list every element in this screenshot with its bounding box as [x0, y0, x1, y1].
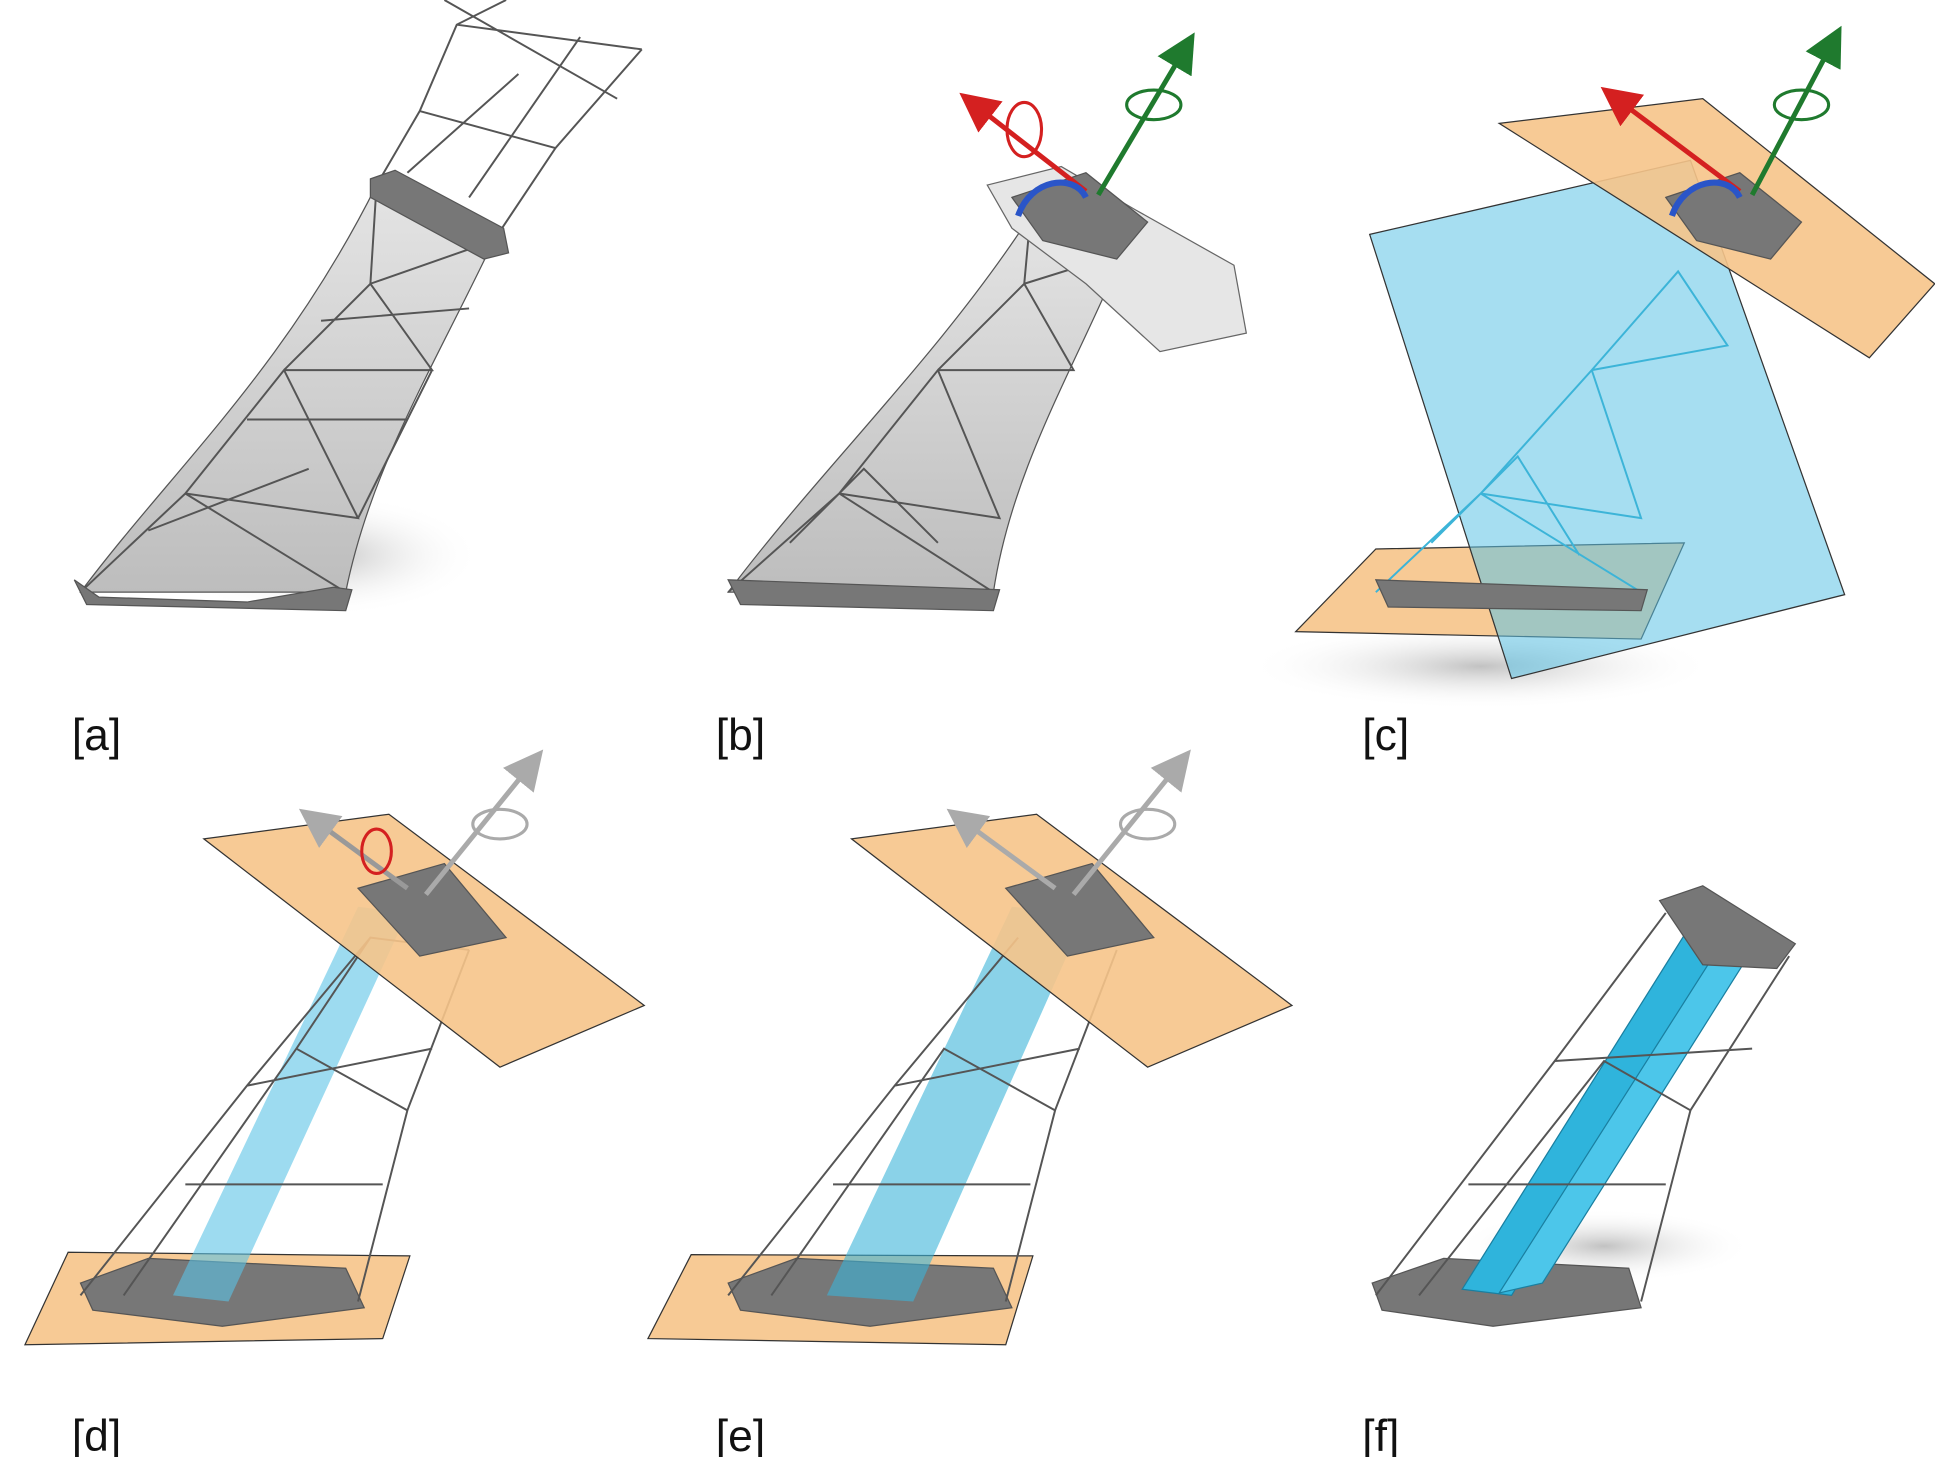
rotate-y-icon — [471, 807, 529, 841]
panel-e — [646, 749, 1294, 1346]
y-axis-arrow — [1096, 32, 1195, 197]
tower-lattice — [727, 214, 1126, 594]
rotate-y-icon — [1125, 88, 1183, 122]
rotate-y-icon — [1772, 88, 1831, 122]
panel-label-f: [f] — [1362, 1412, 1399, 1457]
top-plate — [1010, 172, 1149, 260]
panel-label-d: [d] — [72, 1412, 121, 1457]
base-plate — [73, 579, 353, 612]
x-axis-arrow — [959, 92, 1088, 194]
x-axis-arrow — [1600, 86, 1742, 194]
base-plate — [1374, 579, 1649, 612]
base-plate — [727, 579, 1001, 612]
panel-label-a: [a] — [72, 711, 121, 760]
upper-lattice — [375, 0, 643, 242]
rotate-y-icon — [1118, 807, 1177, 841]
top-plate — [1664, 172, 1803, 260]
tower-lattice — [727, 936, 1118, 1302]
panel-label-c: [c] — [1362, 711, 1409, 760]
panel-b — [726, 32, 1248, 612]
panel-label-e: [e] — [716, 1412, 765, 1457]
panel-c — [1246, 25, 1935, 710]
panel-label-b: [b] — [716, 711, 765, 760]
rotate-x-icon — [1005, 100, 1044, 159]
x-axis-arrow — [946, 808, 1057, 891]
blue-plane-slice — [172, 906, 408, 1302]
y-axis-arrow — [1071, 749, 1191, 896]
tower-lattice — [79, 936, 471, 1302]
rotate-x-icon — [360, 827, 393, 876]
top-plate — [356, 862, 508, 957]
rotate-z-icon — [1669, 179, 1743, 218]
panel-a — [73, 0, 643, 617]
y-axis-arrow — [423, 749, 544, 896]
top-plate — [1658, 885, 1797, 970]
panel-f — [1371, 885, 1797, 1327]
collar-plate — [369, 169, 510, 260]
tower-lattice — [1375, 912, 1790, 1302]
top-plate — [1004, 862, 1155, 957]
tower-lattice — [1375, 269, 1730, 594]
rotate-z-icon — [1015, 179, 1089, 218]
panel-d — [23, 749, 646, 1346]
blue-plane-slices — [826, 906, 1086, 1302]
